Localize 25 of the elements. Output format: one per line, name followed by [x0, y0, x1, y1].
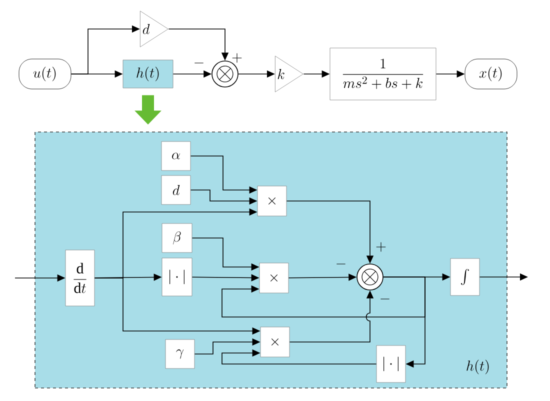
sign-label: $-$ — [380, 298, 390, 300]
terminal: $u(t)$ — [18, 58, 72, 90]
terminal: $x(t)$ — [464, 58, 518, 90]
block-box: $|\cdot|$ — [162, 258, 192, 296]
arrow — [383, 276, 426, 368]
block-box: $\beta$ — [162, 223, 192, 253]
summing-junction: $\otimes$ — [212, 60, 238, 88]
sign-label: $-$ — [194, 62, 204, 64]
block-box: $d$ — [161, 175, 191, 205]
multiplier-box: $\times$ — [257, 186, 287, 216]
block-box: $h(t)$ — [122, 60, 174, 88]
block-box: $\frac{\mathrm{d}}{\mathrm{d}t}$ — [65, 250, 95, 306]
block-box: $|\cdot|$ — [376, 345, 406, 383]
arrow — [222, 349, 377, 364]
gain-triangle: $k$ — [274, 56, 304, 92]
sign-label: $+$ — [376, 242, 386, 252]
block-box: $\gamma$ — [165, 339, 195, 369]
gain-triangle: $d$ — [140, 10, 168, 48]
transfer-function-box: $\frac{1}{ms^{2}+bs+k}$ — [330, 48, 436, 100]
multiplier-box: $\times$ — [260, 326, 290, 358]
sign-label: $+$ — [232, 53, 242, 63]
summing-junction: $\otimes$ — [356, 264, 384, 290]
block-box: $\alpha$ — [161, 141, 191, 171]
multiplier-box: $\times$ — [259, 262, 289, 294]
block-box: $\int$ — [450, 258, 480, 296]
